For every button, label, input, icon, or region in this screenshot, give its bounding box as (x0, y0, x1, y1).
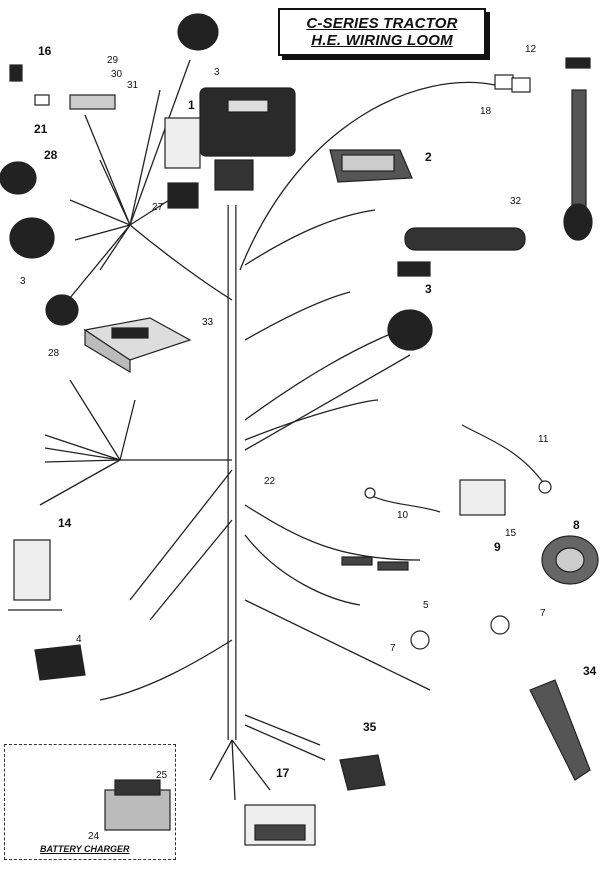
callout-2: 2 (425, 150, 432, 164)
callout-8: 8 (573, 518, 580, 532)
title-line-1: C-SERIES TRACTOR (306, 15, 458, 32)
callout-22: 22 (264, 476, 276, 487)
callout-28-bottom: 28 (48, 348, 60, 359)
callout-28-top: 28 (44, 148, 58, 162)
callout-12: 12 (525, 44, 537, 55)
callout-14: 14 (58, 516, 72, 530)
callout-3-top: 3 (214, 67, 220, 78)
callout-3-left: 3 (20, 276, 26, 287)
callout-10: 10 (397, 510, 409, 521)
callout-31: 31 (127, 80, 139, 91)
callout-16: 16 (38, 44, 52, 58)
callout-30: 30 (111, 69, 123, 80)
harness-wires (39, 59, 496, 801)
diagram-title: C-SERIES TRACTOR H.E. WIRING LOOM (278, 8, 486, 56)
callout-25: 25 (156, 770, 168, 781)
callout-4: 4 (76, 634, 82, 645)
callout-3-right: 3 (425, 282, 432, 296)
battery-charger-inset (4, 744, 176, 860)
callout-17: 17 (276, 766, 290, 780)
callout-7-right: 7 (540, 608, 546, 619)
callout-15: 15 (505, 528, 517, 539)
callout-9: 9 (494, 540, 501, 554)
title-line-2: H.E. WIRING LOOM (311, 32, 453, 49)
battery-charger-label: BATTERY CHARGER (40, 844, 130, 854)
callout-5: 5 (423, 600, 429, 611)
callout-21: 21 (34, 122, 48, 136)
callout-1: 1 (188, 98, 195, 112)
callout-7-left: 7 (390, 643, 396, 654)
callout-27: 27 (152, 202, 164, 213)
callout-11: 11 (538, 434, 549, 445)
callout-34: 34 (583, 664, 597, 678)
callout-18: 18 (480, 106, 492, 117)
callout-29: 29 (107, 55, 119, 66)
callout-35: 35 (363, 720, 377, 734)
harness-components (0, 13, 599, 846)
callout-24: 24 (88, 831, 100, 842)
callout-33: 33 (202, 317, 214, 328)
callout-32: 32 (510, 196, 522, 207)
